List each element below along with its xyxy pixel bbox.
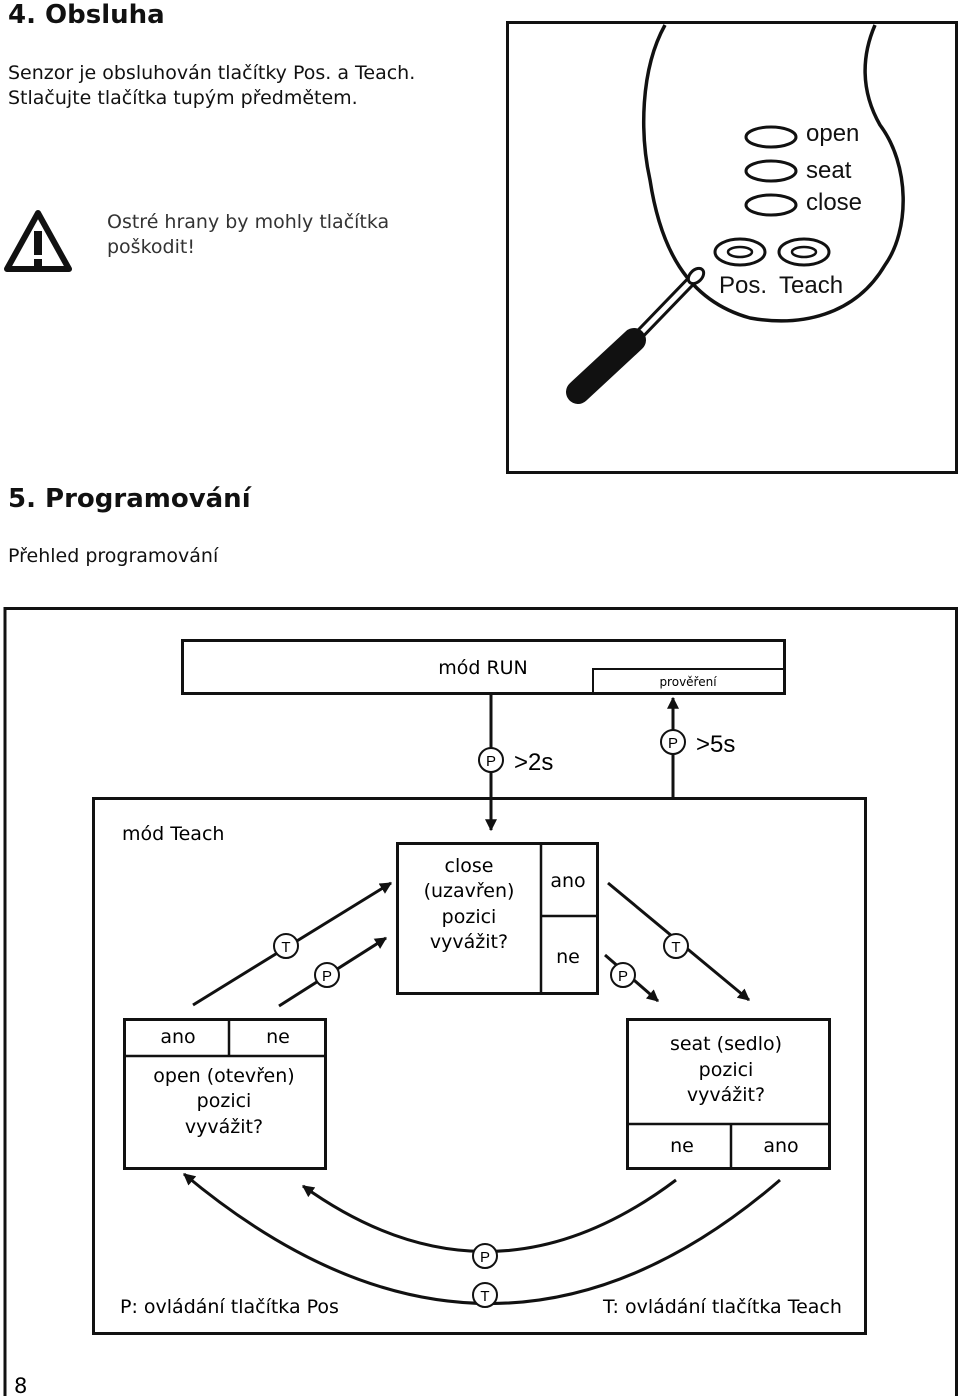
seat-question-line: pozici	[699, 1059, 754, 1081]
seat-question-box	[626, 1018, 831, 1170]
warning-icon	[4, 210, 72, 272]
p-marker	[660, 729, 686, 755]
seat-question-line: vyvážit?	[687, 1084, 765, 1106]
p-marker	[478, 747, 504, 773]
p-label: P	[480, 1249, 490, 1266]
open-question-line: vyvážit?	[185, 1116, 263, 1138]
p-marker	[472, 1243, 498, 1269]
run-mode-label: mód RUN	[438, 657, 528, 679]
sensor-illustration	[506, 21, 958, 474]
hold-5s-label: >5s	[696, 731, 735, 758]
sensor-housing	[642, 24, 905, 323]
led-close-label: close	[806, 189, 863, 216]
close-question-line: (uzavřen)	[424, 880, 515, 902]
close-question-line: vyvážit?	[430, 931, 508, 953]
warning-line-1: Ostré hrany by mohly tlačítka	[107, 211, 390, 233]
sensor-frame	[506, 21, 958, 474]
p-label: P	[618, 968, 628, 985]
warning-line-2: poškodit!	[107, 236, 195, 258]
arrow-seat-to-open-p	[302, 1178, 677, 1253]
seat-question-line: seat (sedlo)	[670, 1033, 782, 1055]
close-question-box	[396, 842, 599, 995]
open-question-box	[123, 1018, 327, 1170]
p-label: P	[668, 735, 678, 752]
legend-t: T: ovládání tlačítka Teach	[602, 1296, 842, 1318]
t-label: T	[281, 939, 290, 956]
t-marker	[273, 933, 299, 959]
teach-button-label: Teach	[779, 272, 844, 299]
check-box	[592, 668, 784, 694]
section-5-subheading: Přehled programování	[8, 545, 219, 567]
intro-line-1: Senzor je obsluhován tlačítky Pos. a Tea…	[8, 62, 416, 84]
p-marker	[610, 962, 636, 988]
t-marker	[663, 933, 689, 959]
led-open-label: open	[806, 120, 860, 147]
t-label: T	[671, 939, 680, 956]
section-4-heading: 4. Obsluha	[8, 0, 165, 30]
button-icon	[713, 237, 767, 267]
open-no-label: ne	[266, 1026, 290, 1048]
p-label: P	[322, 968, 332, 985]
open-question-line: open (otevřen)	[153, 1065, 294, 1087]
section-5-heading: 5. Programování	[8, 484, 251, 514]
led-seat-label: seat	[806, 157, 852, 184]
teach-mode-label: mód Teach	[122, 823, 224, 845]
screwdriver-icon	[566, 266, 706, 404]
check-label: prověření	[659, 675, 717, 689]
p-label: P	[486, 753, 496, 770]
page-number: 8	[14, 1374, 27, 1396]
close-no-label: ne	[556, 946, 580, 968]
led-icon	[744, 159, 798, 183]
seat-yes-label: ano	[763, 1135, 798, 1157]
run-mode-box	[181, 639, 786, 695]
legend-p: P: ovládání tlačítka Pos	[120, 1296, 339, 1318]
open-yes-label: ano	[160, 1026, 195, 1048]
intro-line-2: Stlačujte tlačítka tupým předmětem.	[8, 87, 358, 109]
t-label: T	[480, 1288, 489, 1305]
button-icon	[777, 237, 831, 267]
led-icon	[744, 125, 798, 149]
hold-2s-label: >2s	[514, 749, 553, 776]
close-question-line: pozici	[442, 906, 497, 928]
close-yes-label: ano	[550, 870, 585, 892]
pos-button-label: Pos.	[719, 272, 768, 299]
led-icon	[744, 193, 798, 217]
teach-mode-box	[92, 797, 867, 1335]
t-marker	[472, 1282, 498, 1308]
close-question-line: close	[445, 855, 494, 877]
seat-no-label: ne	[670, 1135, 694, 1157]
p-marker	[314, 962, 340, 988]
diagram-frame	[3, 607, 958, 1396]
open-question-line: pozici	[197, 1090, 252, 1112]
